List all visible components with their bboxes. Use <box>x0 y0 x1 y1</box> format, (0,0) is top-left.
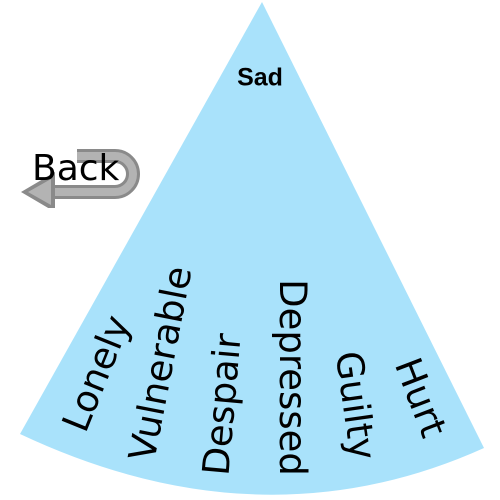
back-button[interactable]: Back <box>15 138 145 208</box>
back-arrow-icon <box>21 149 140 208</box>
emotion-label-depressed[interactable]: Depressed <box>270 278 314 476</box>
sad-wedge[interactable] <box>20 2 484 495</box>
back-label: Back <box>32 148 120 189</box>
category-title: Sad <box>237 63 283 92</box>
